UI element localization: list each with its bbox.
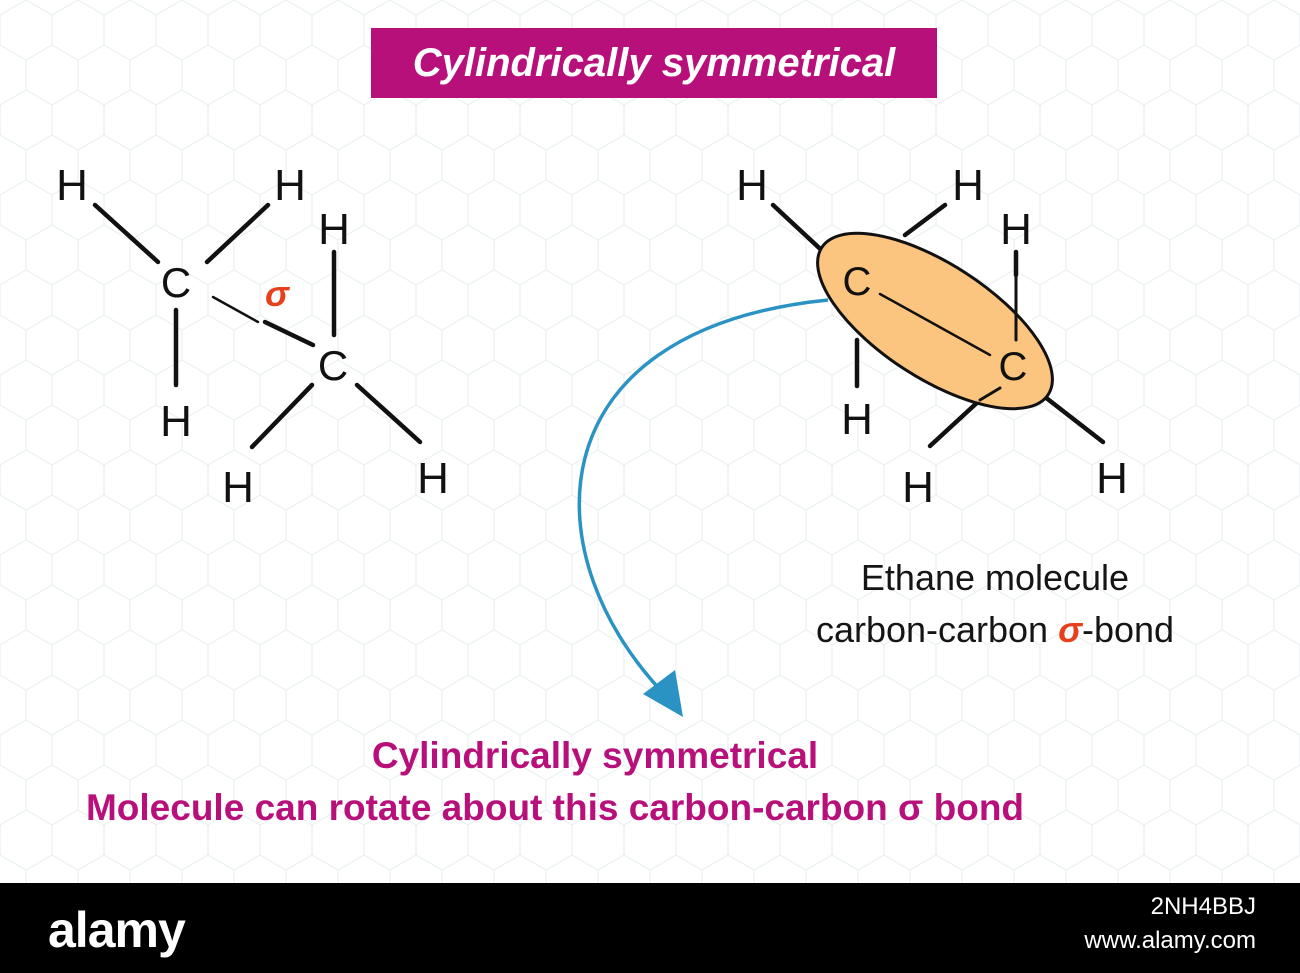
left-h-upper-right: H xyxy=(274,161,306,210)
ethane-caption-post: -bond xyxy=(1081,609,1175,650)
stock-site-url: www.alamy.com xyxy=(1084,927,1256,954)
right-bond-c-c xyxy=(878,292,992,357)
bond-c1-h-upper-right xyxy=(204,202,271,265)
left-h-lower: H xyxy=(160,397,192,446)
stock-image-id: 2NH4BBJ xyxy=(1150,893,1256,920)
right-h-upper-right: H xyxy=(952,161,984,210)
sigma-bond-left xyxy=(211,295,260,324)
bond-c2-h-lower-right xyxy=(354,382,423,445)
right-h-lower-right: H xyxy=(1096,454,1128,503)
diagram-canvas: Cylindrically symmetrical H H C H H C H … xyxy=(0,0,1300,883)
sigma-label: σ xyxy=(265,273,291,314)
title-text: Cylindrically symmetrical xyxy=(412,40,896,85)
alamy-logo: alamy xyxy=(48,902,186,958)
ethane-caption-pre: carbon-carbon xyxy=(815,609,1059,650)
hexagon-background xyxy=(0,0,1300,883)
right-bond-h-lower-left xyxy=(927,397,983,449)
left-molecule xyxy=(92,202,423,450)
ethane-caption-line1: Ethane molecule xyxy=(860,557,1130,598)
bond-c1-h-upper-left xyxy=(92,202,161,265)
arrow-head-icon xyxy=(643,670,683,717)
bond-c2-h-lower-left xyxy=(249,382,315,450)
left-carbon-1: C xyxy=(161,259,191,306)
right-h-lower: H xyxy=(841,395,873,444)
ethane-diagram: H H C H H C H H σ H H H C C H H H xyxy=(56,161,1128,717)
ethane-caption: Ethane molecule carbon-carbon σ-bond xyxy=(760,552,1230,656)
rotation-arrow xyxy=(577,298,829,705)
bottom-caption-line1: Cylindrically symmetrical xyxy=(371,735,819,776)
bottom-caption: Cylindrically symmetrical Molecule can r… xyxy=(86,730,1300,834)
right-h-lower-left: H xyxy=(902,463,934,512)
left-h-c2-upper: H xyxy=(318,205,350,254)
left-h-c2-lower-left: H xyxy=(222,463,254,512)
left-carbon-2: C xyxy=(318,342,348,389)
right-bond-h-upper-right xyxy=(902,202,948,238)
left-h-upper-left: H xyxy=(56,161,88,210)
right-bond-h-lower-right xyxy=(1042,394,1106,445)
left-h-c2-lower-right: H xyxy=(417,454,449,503)
right-bond-h-lower-left-inner xyxy=(978,386,1002,402)
bottom-caption-line2: Molecule can rotate about this carbon-ca… xyxy=(85,787,1025,828)
title-banner: Cylindrically symmetrical xyxy=(371,28,937,98)
sigma-bond-right xyxy=(262,319,316,348)
right-h-c2-upper: H xyxy=(1000,205,1032,254)
right-carbon-2: C xyxy=(999,345,1028,389)
ethane-caption-line2: carbon-carbon σ-bond xyxy=(760,604,1230,656)
sigma-orbital xyxy=(816,231,1054,411)
right-molecule: H H H C C H H H xyxy=(736,161,1128,512)
ethane-caption-sigma: σ xyxy=(1058,609,1082,650)
right-h-upper-left: H xyxy=(736,161,768,210)
watermark-bar: alamy 2NH4BBJ www.alamy.com xyxy=(0,883,1300,973)
right-carbon-1: C xyxy=(843,260,872,304)
